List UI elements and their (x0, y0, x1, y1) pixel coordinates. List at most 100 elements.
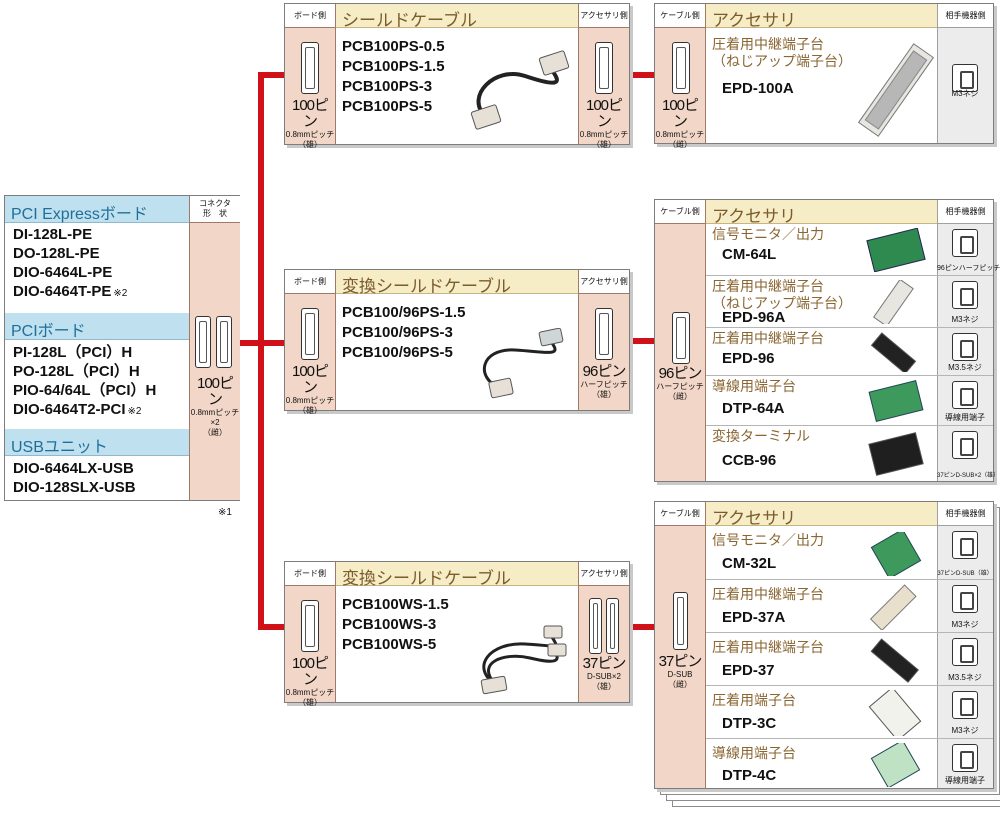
board-side-header: ボード側 (285, 562, 335, 586)
terminal-block-image (857, 43, 935, 137)
accessory-panel-100: ケーブル側 100ピン 0.8mmピッチ （雌） アクセサリ 圧着用中継端子台 … (654, 3, 994, 149)
screw-terminal-icon (952, 64, 978, 92)
board-side-column: ボード側 100ピン 0.8mmピッチ （雄） (285, 562, 336, 707)
monitor-board-image (870, 532, 922, 576)
cable-model: PCB100PS-3 (342, 78, 433, 95)
board-connector-column: コネクタ 形 状 100ピン 0.8mmピッチ×2 （雌） (189, 196, 240, 500)
connector-spec: 37ピン D-SUB×2 （雄） (579, 656, 629, 692)
board-model: PIO-64/64L（PCI）H (13, 382, 157, 399)
pin-gender: （雄） (298, 698, 322, 707)
accessory-row: 導線用端子台 DTP-64A (706, 376, 937, 426)
pin-pitch: 0.8mmピッチ (285, 396, 335, 405)
panel-title: 変換シールドケーブル (336, 562, 578, 588)
accessory-model: EPD-96A (722, 309, 786, 326)
pin-count: 100ピン (291, 363, 329, 396)
mate-side-column: 相手機器側 37ピンD-SUB（雄） M3ネジ M3.5ネジ M3ネジ 導線用端… (937, 502, 993, 788)
panel-title: 変換シールドケーブル (336, 270, 578, 296)
connector-icon (301, 42, 319, 94)
accessory-model: EPD-37A (722, 609, 786, 626)
accessory-row: 圧着用中継端子台 EPD-37 (706, 633, 937, 686)
connector-icon (672, 42, 690, 94)
connector-spec: 96ピン ハーフピッチ （雌） (655, 366, 705, 402)
accessory-side-column: アクセサリ側 96ピン ハーフピッチ （雄） (578, 270, 629, 410)
mate-label: 37ピンD-SUB×2（雄） (937, 473, 1000, 479)
mate-label: M3.5ネジ (948, 363, 982, 372)
pin-gender: （雌） (668, 392, 692, 401)
group-header-usb: USBユニット (5, 429, 189, 456)
accessory-panel-96: ケーブル側 96ピン ハーフピッチ （雌） アクセサリ 信号モニタ／出力 CM-… (654, 199, 1000, 482)
accessory-row: 導線用端子台 DTP-4C (706, 739, 937, 788)
cable-image (482, 328, 564, 399)
board-model: DIO-6464L-PE (13, 264, 113, 281)
group-list-pci-express: DI-128L-PE DO-128L-PE DIO-6464L-PE DIO-6… (5, 225, 189, 303)
panel-title: アクセサリ (706, 4, 937, 30)
accessory-category: 圧着用中継端子台 (712, 586, 824, 602)
mate-label: M3ネジ (951, 726, 979, 735)
accessory-panel-37: ケーブル側 37ピン D-SUB （雌） アクセサリ 信号モニタ／出力 CM-3… (654, 501, 994, 789)
screw-terminal-icon (952, 691, 978, 719)
mate-cell: M3ネジ (937, 580, 993, 633)
wire-cable3-acc3 (628, 624, 656, 630)
connector-icon (595, 42, 613, 94)
accessory-category: 圧着用中継端子台 (712, 639, 824, 655)
mate-label: M3ネジ (951, 620, 979, 629)
pin-count: 100ピン (585, 97, 623, 130)
connector-spec: 100ピン 0.8mmピッチ （雄） (579, 98, 629, 150)
dsub-connector-icon (952, 431, 978, 459)
mate-cell: 導線用端子 (937, 739, 993, 788)
cable-image (470, 50, 570, 130)
pin-gender: （雄） (592, 140, 616, 149)
accessory-row: 信号モニタ／出力 CM-64L (706, 224, 937, 276)
board-model: DIO-6464LX-USB (13, 460, 134, 477)
board-side-column: ボード側 100ピン 0.8mmピッチ （雄） (285, 4, 336, 149)
accessory-side-header: アクセサリ側 (579, 4, 629, 28)
wire-cable1-acc1 (628, 72, 656, 78)
terminal-block-image (872, 280, 914, 324)
board-model: DIO-6464T2-PCI (13, 401, 126, 418)
pin-count: 100ピン (291, 655, 329, 688)
mate-cell: 96ピンハーフピッチ（雄） (937, 224, 1000, 276)
terminal-board-image (870, 743, 921, 787)
pin-pitch: 0.8mmピッチ (655, 130, 705, 139)
cable-panel-shield: ボード側 100ピン 0.8mmピッチ （雄） シールドケーブル PCB100P… (284, 3, 630, 149)
accessory-category: 導線用端子台 (712, 745, 796, 761)
accessory-model: EPD-37 (722, 662, 775, 679)
pin-pitch: 0.8mmピッチ×2 (190, 408, 240, 427)
accessory-category: 導線用端子台 (712, 378, 796, 394)
accessory-category: 圧着用中継端子台 (712, 330, 824, 346)
pin-count: 96ピン (658, 365, 703, 382)
pin-pitch: 0.8mmピッチ (579, 130, 629, 139)
accessory-category: 圧着用中継端子台 （ねじアップ端子台） (712, 278, 852, 311)
cable-model-list: PCB100PS-0.5 PCB100PS-1.5 PCB100PS-3 PCB… (342, 37, 445, 117)
connector-spec: 37ピン D-SUB （雌） (655, 654, 705, 690)
wire-terminal-icon (952, 744, 978, 772)
mate-label: M3.5ネジ (948, 673, 982, 682)
footnote-1: ※1 (218, 507, 232, 518)
terminal-block-image (868, 690, 922, 736)
board-connector-icon (195, 316, 211, 368)
pin-gender: （雌） (668, 140, 692, 149)
note-mark: ※2 (113, 288, 128, 299)
mate-label: M3ネジ (951, 89, 979, 98)
panel-title: アクセサリ (706, 502, 937, 528)
wire-trunk (258, 72, 264, 630)
cable-model: PCB100PS-1.5 (342, 58, 445, 75)
pin-count: 100ピン (196, 375, 234, 408)
mate-side-header: 相手機器側 (938, 200, 993, 224)
mate-cell: 37ピンD-SUB×2（雄） (937, 426, 1000, 481)
connector-icon (673, 592, 688, 650)
connector-icon (595, 308, 613, 360)
wire-terminal-icon (952, 381, 978, 409)
conversion-terminal-image (868, 432, 924, 476)
board-side-column: ボード側 100ピン 0.8mmピッチ （雄） (285, 270, 336, 415)
note-mark: ※2 (127, 406, 142, 417)
cable-model: PCB100WS-5 (342, 636, 437, 653)
accessory-row: 圧着用端子台 DTP-3C (706, 686, 937, 739)
cable-panel-conversion-96: ボード側 100ピン 0.8mmピッチ （雄） 変換シールドケーブル PCB10… (284, 269, 630, 415)
accessory-row: 圧着用中継端子台 （ねじアップ端子台） EPD-100A (706, 28, 937, 143)
board-model: DIO-6464T-PE (13, 283, 112, 300)
cable-side-column: ケーブル側 100ピン 0.8mmピッチ （雌） (655, 4, 706, 149)
mate-side-column: 相手機器側 M3ネジ (937, 4, 993, 143)
mate-cell: M3ネジ (937, 59, 993, 101)
accessory-category: 変換ターミナル (712, 428, 810, 444)
